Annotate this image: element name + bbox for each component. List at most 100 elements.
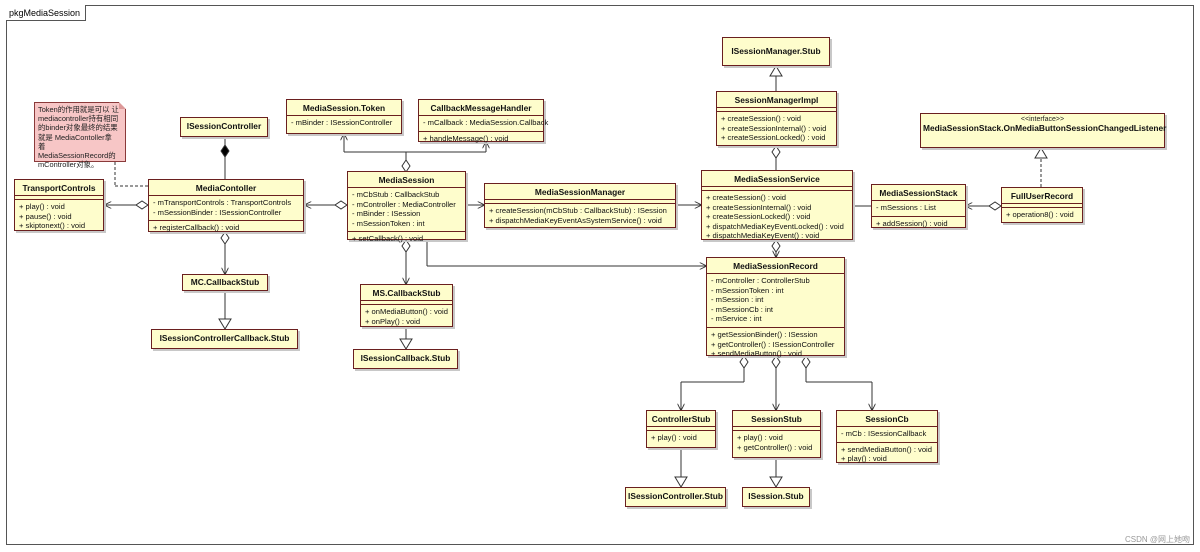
operation: + play() : void [19,202,65,211]
class-name: MC.CallbackStub [190,277,260,287]
operations-compartment: + handleMessage() : void [419,130,543,147]
class-mediasessionrecord[interactable]: MediaSessionRecord - mController : Contr… [706,257,845,359]
attributes-compartment [702,186,852,190]
operation: + dispatchMediaKeyEvent() : void [706,231,820,241]
operation: + setCallback() : void [352,234,424,244]
class-mediasession-token[interactable]: MediaSession.Token - mBinder : ISessionC… [286,99,402,134]
operation: + createSession(mCbStub : CallbackStub) … [489,206,667,215]
attribute: - mCbStub : CallbackStub [352,190,440,199]
class-name: CallbackMessageHandler [430,103,532,113]
operation: + createSession() : void [706,193,786,202]
class-transportcontrols[interactable]: TransportControls + play() : void + paus… [14,179,104,231]
class-mediasessionstack[interactable]: MediaSessionStack - mSessions : List + a… [871,184,966,228]
class-name: MediaSessionStack.OnMediaButtonSessionCh… [923,123,1167,133]
class-name: ISessionCallback.Stub [360,353,451,363]
attributes-compartment [647,426,715,430]
package-label: pkgMediaSession [6,5,86,21]
class-isessioncallback-stub[interactable]: ISessionCallback.Stub [353,349,458,369]
token-note: Token的作用就是可以 让 mediacontroller持有相同 的bind… [34,102,126,169]
class-sessioncb[interactable]: SessionCb - mCb : ISessionCallback + sen… [836,410,938,463]
operations-compartment: + operation8() : void [1002,207,1082,223]
operation: + createSessionInternal() : void [706,202,812,212]
class-name: ControllerStub [651,414,711,424]
class-controllerstub[interactable]: ControllerStub + play() : void [646,410,716,448]
attribute: - mController : MediaController [352,199,456,209]
class-name: ISessionControllerCallback.Stub [159,333,290,343]
class-ms-callbackstub[interactable]: MS.CallbackStub + onMediaButton() : void… [360,284,453,327]
class-isessioncontroller[interactable]: ISessionController [180,117,268,137]
class-name: MediaSessionService [734,174,820,184]
operations-compartment: + setCallback() : void [348,231,465,247]
note-line: 就是 MediaContoller拿着 [38,132,112,151]
attribute: - mSessions : List [876,203,936,212]
attributes-compartment: - mController : ControllerStub - mSessio… [707,273,844,327]
operation: + skiptonext() : void [19,221,86,231]
attributes-compartment [485,199,675,203]
class-name: MediaSessionStack [879,188,958,198]
attribute: - mController : ControllerStub [711,276,810,285]
class-mediasessionmanager[interactable]: MediaSessionManager + createSession(mCbS… [484,183,676,228]
operation: + play() : void [651,433,697,442]
class-isessioncontrollercallback-stub[interactable]: ISessionControllerCallback.Stub [151,329,298,349]
operations-compartment: + onMediaButton() : void + onPlay() : vo… [361,304,452,329]
class-mediacontoller[interactable]: MediaContoller - mTransportControls : Tr… [148,179,304,232]
class-name: MediaSession [378,175,435,185]
operations-compartment: + registerCallback() : void [149,220,303,236]
class-mediasessionservice[interactable]: MediaSessionService + createSession() : … [701,170,853,240]
attributes-compartment [361,300,452,304]
class-sessionmanagerimpl[interactable]: SessionManagerImpl + createSession() : v… [716,91,837,146]
operations-compartment: + play() : void + getController() : void [733,430,820,455]
operation: + onPlay() : void [365,316,421,326]
operations-compartment: + play() : void + pause() : void + skipt… [15,199,103,234]
class-isessionmanager-stub[interactable]: ISessionManager.Stub [722,37,830,66]
note-line: mController对象。 [38,160,99,170]
operation: + play() : void [841,454,887,464]
class-mediasession[interactable]: MediaSession - mCbStub : CallbackStub - … [347,171,466,243]
note-fold-corner [119,102,126,109]
class-sessionstub[interactable]: SessionStub + play() : void + getControl… [732,410,821,458]
operations-compartment: + play() : void [647,430,715,446]
attribute: - mSessionToken : int [711,285,784,295]
attributes-compartment: - mTransportControls : TransportControls… [149,195,303,220]
operation: + createSessionInternal() : void [721,123,827,133]
operation: + handleMessage() : void [423,133,509,143]
operation: + operation8() : void [1006,210,1074,219]
class-name: SessionManagerImpl [734,95,819,105]
attributes-compartment: - mBinder : ISessionController [287,115,401,131]
attribute: - mSessionToken : int [352,218,425,228]
class-isessioncontroller-stub[interactable]: ISessionController.Stub [625,487,726,507]
operation: + sendMediaButton() : void [711,349,802,359]
class-isession-stub[interactable]: ISession.Stub [742,487,810,507]
attribute: - mSessionBinder : ISessionController [153,207,282,217]
class-name: MediaContoller [195,183,257,193]
operation: + getSessionBinder() : ISession [711,329,818,339]
attributes-compartment [15,195,103,199]
stereotype: <<interface>> [1020,116,1065,123]
attributes-compartment: - mCbStub : CallbackStub - mController :… [348,187,465,231]
note-line: mediacontroller持有相同 [38,114,119,124]
watermark: CSDN @网上她吻 [1124,535,1190,544]
attributes-compartment: - mCallback : MediaSession.Callback [419,115,548,131]
class-name: MediaSession.Token [302,103,386,113]
interface-onmediabuttonsessionchangedlistener[interactable]: <<interface>> MediaSessionStack.OnMediaB… [920,113,1167,148]
operation: + createSessionLocked() : void [706,212,811,222]
class-fulluserrecord[interactable]: FullUserRecord + operation8() : void [1001,187,1083,223]
operations-compartment: + createSession() : void + createSession… [717,111,836,146]
note-line: MediaSessionRecord的 [38,151,116,161]
operations-compartment: + createSession() : void + createSession… [702,190,852,244]
attribute: - mSessionCb : int [711,304,774,314]
attribute: - mService : int [711,314,762,324]
operation: + createSession() : void [721,114,801,123]
class-mc-callbackstub[interactable]: MC.CallbackStub [182,274,268,291]
operation: + dispatchMediaKeyEventLocked() : void [706,221,844,231]
attributes-compartment [1002,203,1082,207]
class-name: ISessionController [186,121,262,131]
attribute: - mBinder : ISessionController [291,118,393,127]
operation: + registerCallback() : void [153,223,240,233]
package-frame [6,5,1194,545]
operation: + onMediaButton() : void [365,307,448,316]
composition-diamond [220,144,230,158]
attributes-compartment: - mSessions : List [872,200,965,216]
class-callbackmessagehandler[interactable]: CallbackMessageHandler - mCallback : Med… [418,99,548,143]
